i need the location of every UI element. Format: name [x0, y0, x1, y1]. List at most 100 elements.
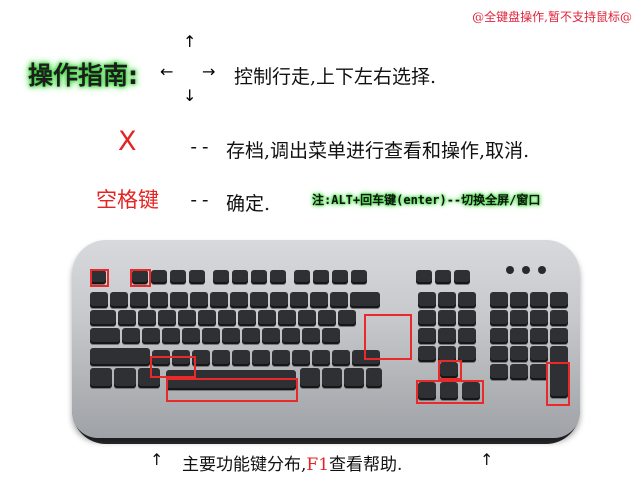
keyboard-key: [510, 328, 528, 344]
keyboard-key: [270, 292, 288, 308]
highlight-shift-key: [150, 356, 196, 378]
keyboard-key: [438, 310, 456, 326]
keyboard-key: [440, 362, 458, 378]
highlight-enter-key: [364, 314, 412, 360]
keyboard-key: [330, 292, 348, 308]
keyboard-key: [158, 310, 176, 326]
keyboard-key: [435, 270, 451, 284]
keyboard-key: [138, 368, 160, 388]
keyboard-key: [510, 346, 528, 362]
keyboard-key: [230, 292, 248, 308]
keyboard-key: [262, 328, 280, 344]
keyboard-key: [530, 292, 548, 308]
keyboard-key: [178, 310, 196, 326]
keyboard-key: [530, 310, 548, 326]
keyboard-key: [418, 328, 436, 344]
keyboard-key: [213, 270, 229, 284]
keyboard-key: [170, 270, 186, 284]
keyboard-key: [189, 270, 205, 284]
keyboard-key: [510, 364, 528, 380]
keyboard-key: [322, 368, 342, 388]
guide-title: 操作指南:: [28, 61, 138, 90]
keyboard-key: [118, 310, 136, 326]
keyboard-key: [322, 328, 340, 344]
led-indicator: [538, 266, 546, 274]
keyboard-key: [454, 270, 470, 284]
keyboard-key: [440, 382, 458, 400]
keyboard-key: [332, 270, 348, 284]
arrow-up-icon: ↑: [183, 32, 197, 51]
keyboard-key: [192, 350, 210, 366]
keyboard-key: [550, 328, 568, 344]
highlight-numpad-enter-key: [546, 362, 570, 406]
keyboard-key: [550, 310, 568, 326]
keyboard-key: [490, 364, 508, 380]
keyboard-key: [458, 346, 476, 362]
keyboard-key: [530, 346, 548, 362]
keyboard-key: [351, 270, 367, 284]
keyboard-key: [290, 292, 308, 308]
x-description: 存档,调出菜单进行查看和操作,取消.: [226, 140, 530, 162]
keyboard-key: [318, 310, 336, 326]
keyboard-key: [310, 292, 328, 308]
keyboard-key: [350, 292, 380, 308]
keyboard-key: [130, 292, 148, 308]
led-indicator: [506, 266, 514, 274]
keyboard-key: [198, 310, 216, 326]
keyboard-key: [338, 310, 356, 326]
keyboard-key: [238, 310, 256, 326]
keyboard-key: [490, 346, 508, 362]
x-key-label: X: [118, 126, 137, 157]
keyboard-key: [490, 310, 508, 326]
footer-text: 主要功能键分布,F1查看帮助.: [182, 450, 402, 475]
keyboard-key: [438, 328, 456, 344]
arrow-right-icon: →: [202, 62, 216, 81]
highlight-arrow-row: [416, 380, 484, 404]
keyboard-key: [122, 328, 140, 344]
keyboard-key: [190, 292, 208, 308]
footer-arrow-right-icon: ↑: [480, 450, 494, 469]
keyboard-key: [458, 292, 476, 308]
keyboard-keys: [82, 262, 568, 410]
keyboard-key: [438, 292, 456, 308]
keyboard-key: [242, 328, 260, 344]
keyboard-key: [344, 368, 364, 388]
keyboard-key: [270, 270, 286, 284]
keyboard-key: [212, 350, 230, 366]
keyboard-key: [142, 328, 160, 344]
keyboard-key: [550, 364, 568, 398]
footer-arrow-left-icon: ↑: [150, 450, 164, 469]
keyboard-key: [438, 346, 456, 362]
keyboard-key: [138, 310, 156, 326]
keyboard-key: [251, 270, 267, 284]
keyboard-key: [90, 328, 120, 344]
highlight-up-arrow-key: [438, 360, 462, 380]
keyboard-key: [530, 364, 548, 380]
keyboard-key: [282, 328, 300, 344]
keyboard-key: [313, 270, 329, 284]
mouse-notice: @全键盘操作,暂不支持鼠标@: [472, 10, 632, 24]
keyboard-key: [90, 270, 106, 284]
keyboard-key: [202, 328, 220, 344]
keyboard-key: [182, 328, 200, 344]
x-separator: --: [188, 136, 211, 158]
keyboard-key: [272, 350, 290, 366]
keyboard-key: [166, 370, 296, 390]
space-key-label: 空格键: [96, 188, 159, 212]
keyboard-key: [510, 310, 528, 326]
keyboard-key: [170, 292, 188, 308]
footer-suffix: 查看帮助.: [329, 455, 403, 475]
footer-f1-label: F1: [306, 455, 330, 475]
keyboard-key: [490, 328, 508, 344]
space-description: 确定.: [226, 193, 271, 215]
arrow-down-icon: ↓: [183, 86, 197, 105]
keyboard-key: [210, 292, 228, 308]
keyboard-key: [530, 328, 548, 344]
keyboard-key: [172, 350, 190, 366]
keyboard-key: [510, 292, 528, 308]
keyboard-key: [300, 368, 320, 388]
keyboard-key: [416, 270, 432, 284]
keyboard-key: [110, 292, 128, 308]
keyboard-key: [418, 310, 436, 326]
move-description: 控制行走,上下左右选择.: [234, 66, 437, 88]
